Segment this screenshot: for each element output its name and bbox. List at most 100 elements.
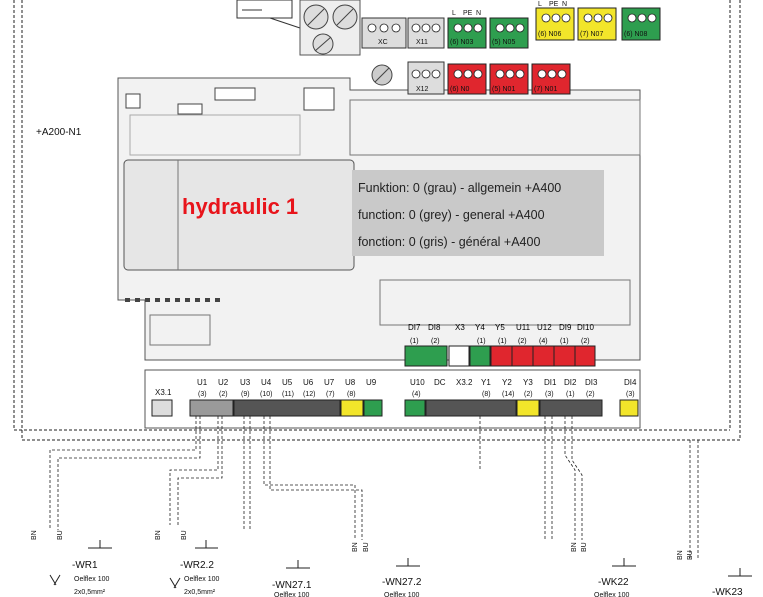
relay-label: (5) N01 <box>492 86 515 93</box>
terminal-number: (10) <box>260 391 272 398</box>
rj-socket <box>303 87 335 111</box>
wire-code: BU <box>581 542 588 552</box>
cable-name: -WN27.1 <box>272 580 312 591</box>
terminal-label: DC <box>434 378 446 387</box>
pin-label: L <box>538 1 542 8</box>
terminal-label: DI4 <box>624 378 637 387</box>
relay-green-1: (6) N03 <box>447 17 487 49</box>
sensor-icon <box>49 574 181 589</box>
terminal-label: DI2 <box>564 378 577 387</box>
controller-id-label: +A200-N1 <box>36 127 82 138</box>
wire-code: BU <box>687 550 694 560</box>
terminal-number: (12) <box>303 391 315 398</box>
terminal-number: (3) <box>545 391 554 398</box>
wire-code: BN <box>352 542 359 552</box>
bottom-terminal-board: X3.1 U1 U2 U3 U4 U5 U6 U7 U8 U9 U10 DC X… <box>144 369 641 429</box>
bottom-upper-row: DI7 DI8 X3 Y4 Y5 U11 U12 DI9 DI10 (1) (2… <box>404 323 596 367</box>
terminal-number: (1) <box>566 391 575 398</box>
relay-label: (7) N07 <box>580 31 603 38</box>
pin-label: L <box>452 10 456 17</box>
terminal-number: (2) <box>518 338 527 345</box>
terminal-label: Y1 <box>481 378 491 387</box>
relay-red-3: (7) N01 <box>531 63 571 95</box>
terminal-number: (3) <box>626 391 635 398</box>
relay-label: (6) N06 <box>538 31 561 38</box>
cable-type: Oelflex 100 <box>184 576 220 583</box>
terminal-number: (1) <box>410 338 419 345</box>
cable-spec: 2x0,5mm² <box>184 589 216 596</box>
pin-label: N <box>562 1 567 8</box>
info-line-en: function: 0 (grey) - general +A400 <box>358 208 545 222</box>
wire-code: BU <box>57 530 64 540</box>
cable-type: Oelflex 100 <box>274 592 310 597</box>
terminal-label: U5 <box>282 378 293 387</box>
cable-name: -WN27.2 <box>382 577 422 588</box>
relay-label: (6) N03 <box>450 39 473 46</box>
terminal-label: Y5 <box>495 323 505 332</box>
terminal-label: U2 <box>218 378 229 387</box>
controller-title: hydraulic 1 <box>182 194 298 219</box>
wire-code: BN <box>31 530 38 540</box>
terminal-x11: X11 <box>407 17 445 49</box>
terminal-number: (14) <box>502 391 514 398</box>
top-left-device <box>236 0 301 29</box>
terminal-label: U12 <box>537 323 552 332</box>
terminal-label: U8 <box>345 378 356 387</box>
terminal-label: U4 <box>261 378 272 387</box>
pin-label: PE <box>463 10 473 17</box>
terminal-x12: X12 <box>371 61 445 95</box>
cable-labels: -WR1 Oelflex 100 2x0,5mm² -WR2.2 Oelflex… <box>72 540 752 597</box>
terminal-label: U6 <box>303 378 314 387</box>
relay-green-2: (5) N05 <box>489 17 529 49</box>
terminal-number: (1) <box>560 338 569 345</box>
terminal-label: U3 <box>240 378 251 387</box>
wire-code: BU <box>363 542 370 552</box>
pin-label: N <box>476 10 481 17</box>
terminal-number: (2) <box>219 391 228 398</box>
cable-type: Oelflex 100 <box>384 592 420 597</box>
terminal-number: (2) <box>524 391 533 398</box>
terminal-label: DI7 <box>408 323 421 332</box>
info-line-de: Funktion: 0 (grau) - allgemein +A400 <box>358 181 561 195</box>
pin-label: PE <box>549 1 559 8</box>
terminal-number: (1) <box>477 338 486 345</box>
terminal-label: X3 <box>455 323 465 332</box>
terminal-label: Y2 <box>502 378 512 387</box>
wire-code: BN <box>677 550 684 560</box>
relay-yellow-2: (7) N07 <box>577 7 617 41</box>
terminal-label: DI3 <box>585 378 598 387</box>
terminal-label: XC <box>378 39 388 46</box>
cable-name: -WR1 <box>72 560 98 571</box>
cable-name: -WK22 <box>598 577 629 588</box>
terminal-label: X3.2 <box>456 378 473 387</box>
terminal-label: Y4 <box>475 323 485 332</box>
top-connectors: XC X11 X12 (6) N03 (5) N05 (6) N08 (6) <box>361 1 661 95</box>
relay-label: (7) N01 <box>534 86 557 93</box>
terminal-number: (4) <box>539 338 548 345</box>
terminal-number: (3) <box>198 391 207 398</box>
terminal-label: Y3 <box>523 378 533 387</box>
info-line-fr: fonction: 0 (gris) - général +A400 <box>358 235 540 249</box>
terminal-number: (4) <box>412 391 421 398</box>
terminal-number: (2) <box>431 338 440 345</box>
cable-name: -WK23 <box>712 587 743 597</box>
wire-code: BN <box>571 542 578 552</box>
terminal-label: U7 <box>324 378 335 387</box>
terminal-label: U11 <box>516 323 531 332</box>
terminal-label: U10 <box>410 378 425 387</box>
terminal-label: U1 <box>197 378 208 387</box>
terminal-label: X3.1 <box>155 388 172 397</box>
terminal-label: U9 <box>366 378 377 387</box>
field-wiring <box>49 416 699 560</box>
terminal-label: X12 <box>416 86 429 93</box>
cable-type: Oelflex 100 <box>74 576 110 583</box>
info-box: Funktion: 0 (grau) - allgemein +A400 fun… <box>352 170 604 256</box>
cable-spec: 2x0,5mm² <box>74 589 106 596</box>
pin-header <box>177 103 203 115</box>
terminal-number: (7) <box>326 391 335 398</box>
relay-red-2: (5) N01 <box>489 63 529 95</box>
terminal-number: (2) <box>581 338 590 345</box>
terminal-label: DI10 <box>577 323 594 332</box>
pin-header <box>214 87 256 101</box>
relay-label: (5) N05 <box>492 39 515 46</box>
